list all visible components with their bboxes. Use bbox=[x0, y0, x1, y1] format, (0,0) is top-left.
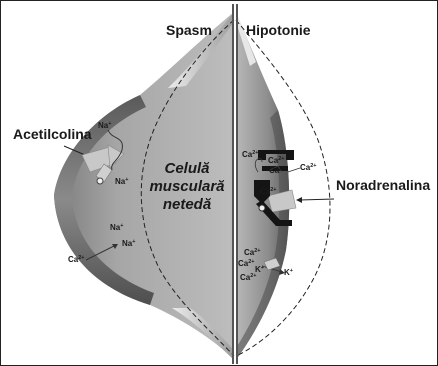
cell-label-line-3: netedă bbox=[163, 196, 212, 213]
cell-label-line-2: musculară bbox=[149, 178, 225, 195]
header-spasm: Spasm bbox=[166, 22, 212, 38]
cell-label-line-1: Celulă bbox=[164, 160, 210, 177]
noradrenaline-label: Noradrenalina bbox=[336, 177, 430, 193]
header-hypotonia: Hipotonie bbox=[246, 22, 311, 38]
noradrenaline-pointer bbox=[300, 199, 334, 200]
acetylcholine-label: Acetilcolina bbox=[13, 126, 92, 142]
k-ion-outer: K+ bbox=[284, 268, 293, 277]
ca-ion-r4: Ca2+ bbox=[300, 163, 317, 172]
